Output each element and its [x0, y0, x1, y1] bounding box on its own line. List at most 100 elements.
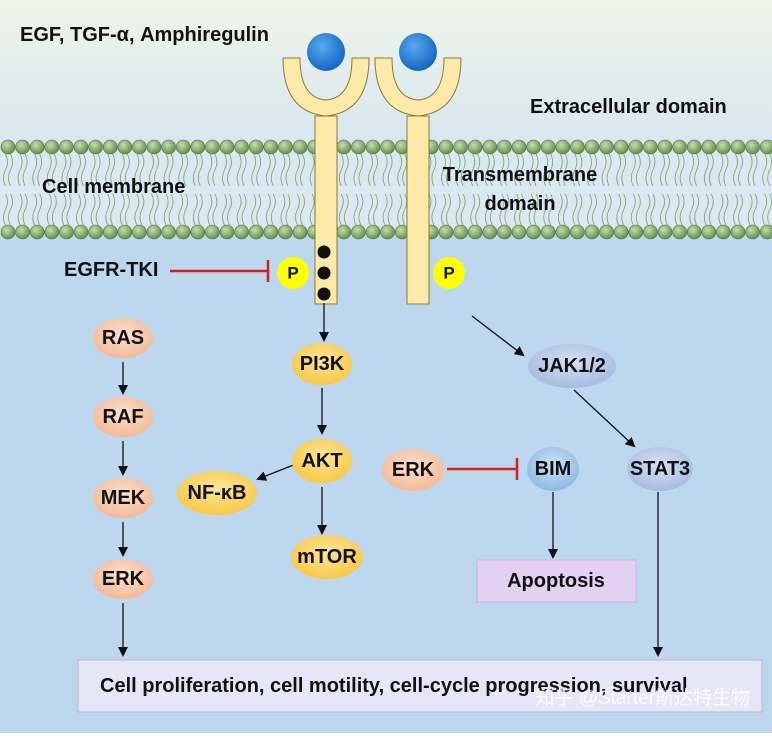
- lipid-bead: [292, 224, 308, 240]
- lipid-tail: [227, 193, 232, 226]
- lipid-bead: [146, 139, 162, 155]
- lipid-tail: [557, 153, 563, 187]
- lipid-bead: [745, 224, 760, 240]
- lipid-tail: [168, 153, 174, 187]
- lipid-tail: [154, 193, 159, 226]
- lipid-tail: [183, 153, 189, 187]
- lipid-tail: [382, 193, 388, 226]
- lipid-bead: [759, 224, 772, 240]
- lipid-bead: [336, 139, 352, 155]
- lipid-tail: [718, 153, 724, 187]
- lipid-bead: [336, 224, 352, 240]
- lipid-tail: [163, 193, 169, 226]
- lipid-bead: [657, 224, 673, 240]
- lipid-tail: [708, 193, 714, 226]
- lipid-tail: [46, 153, 52, 187]
- lipid-bead: [365, 139, 381, 155]
- lipid-tail: [32, 153, 38, 187]
- phospho-circle-right: [433, 257, 465, 289]
- lipid-tail: [514, 153, 519, 187]
- lipid-tail: [543, 153, 549, 187]
- lipid-bead: [0, 224, 16, 240]
- lipid-tail: [616, 153, 622, 187]
- lipid-tail: [504, 153, 510, 187]
- lipid-bead: [59, 224, 74, 240]
- lipid-tail: [504, 193, 510, 226]
- lipid-bead: [613, 139, 629, 155]
- lipid-tail: [402, 153, 408, 187]
- lipid-tail: [548, 193, 554, 226]
- lipid-tail: [373, 153, 378, 187]
- lipid-tail: [562, 153, 568, 187]
- lipid-tail: [285, 153, 291, 187]
- lipid-tail: [3, 153, 8, 187]
- lipid-tail: [489, 193, 495, 226]
- lipid-tail: [280, 193, 286, 226]
- lipid-bead: [730, 224, 746, 240]
- lipid-bead: [526, 139, 541, 155]
- lipid-tail: [572, 153, 578, 187]
- lipid-bead: [701, 139, 717, 155]
- lipid-tail: [32, 193, 38, 226]
- lipid-tail: [222, 193, 227, 226]
- node-mek: MEK: [93, 478, 153, 518]
- lipid-tail: [767, 153, 772, 187]
- lipid-tail: [645, 153, 651, 187]
- lipid-bead: [526, 224, 541, 240]
- lipid-tail: [592, 153, 597, 187]
- lipid-bead: [234, 224, 249, 240]
- lipid-tail: [22, 153, 28, 187]
- lipid-tail: [606, 153, 612, 187]
- lipid-tail: [309, 193, 315, 226]
- lipid-tail: [192, 153, 198, 187]
- node-mtor-label: mTOR: [297, 546, 357, 568]
- lipid-bead: [278, 224, 293, 240]
- lipid-tail: [358, 193, 364, 226]
- erk-bim-inhibitor: [447, 458, 519, 480]
- lipid-bead: [205, 224, 220, 240]
- lipid-tail: [601, 193, 607, 226]
- lipid-bead: [263, 224, 279, 240]
- lipid-bead: [15, 224, 30, 240]
- lipid-tail: [139, 153, 145, 187]
- lipid-tail: [441, 193, 446, 226]
- lipid-tail: [222, 153, 227, 187]
- lipid-bead: [467, 224, 483, 240]
- lipid-tail: [762, 193, 768, 226]
- apoptosis-label: Apoptosis: [507, 570, 605, 592]
- ligand-circle: [399, 33, 437, 71]
- lipid-tail: [149, 153, 154, 187]
- lipid-tail: [645, 193, 651, 226]
- lipid-bead: [759, 139, 772, 155]
- lipid-bead: [73, 139, 89, 155]
- lipid-tail: [650, 193, 656, 226]
- lipid-tail: [119, 153, 125, 187]
- lipid-tail: [178, 193, 184, 226]
- lipid-tail: [587, 153, 592, 187]
- lipid-tail: [484, 193, 490, 226]
- lipid-bead: [88, 139, 103, 155]
- lipid-tail: [105, 153, 111, 187]
- lipid-tail: [606, 193, 612, 226]
- node-mtor: mTOR: [291, 535, 363, 579]
- lipid-bead: [555, 139, 571, 155]
- lipid-tail: [665, 153, 670, 187]
- lipid-bead: [117, 139, 133, 155]
- lipid-tail: [236, 193, 242, 226]
- lipid-tail: [81, 153, 86, 187]
- node-pi3k: PI3K: [292, 343, 352, 385]
- lipid-bead: [555, 224, 571, 240]
- lipid-tail: [533, 193, 539, 226]
- lipid-tail: [635, 193, 641, 226]
- lipid-tail: [51, 193, 57, 226]
- lipid-bead: [219, 224, 235, 240]
- lipid-tail: [752, 153, 758, 187]
- lipid-tail: [441, 153, 446, 187]
- lipid-tail: [212, 153, 218, 187]
- node-raf-label: RAF: [102, 406, 143, 428]
- lipid-tail: [528, 153, 534, 187]
- lipid-tail: [455, 153, 461, 187]
- lipid-tail: [110, 153, 116, 187]
- lipid-tail: [533, 153, 539, 187]
